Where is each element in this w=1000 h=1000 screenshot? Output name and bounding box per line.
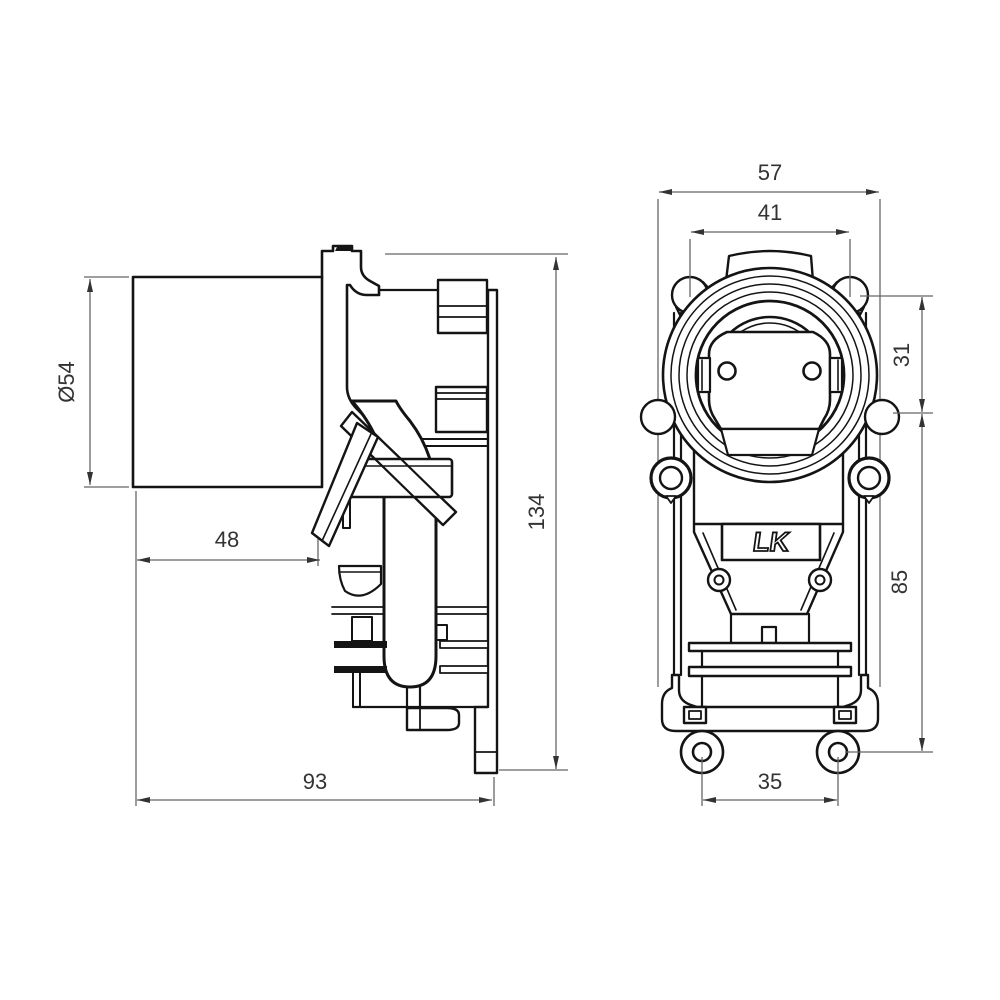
side-boss — [649, 456, 891, 504]
lk-logo: LK — [751, 526, 792, 557]
dim-lower-hole-spacing: 35 — [758, 769, 782, 794]
fin — [687, 665, 853, 678]
fin-bar — [334, 641, 387, 648]
fin-bar — [334, 666, 387, 673]
bottom-foot — [405, 706, 461, 732]
dim-upper-hole-offset: 31 — [889, 343, 914, 367]
side-view — [131, 244, 499, 775]
dimension-lines — [84, 191, 933, 806]
fin — [687, 641, 853, 653]
top-hook — [320, 244, 381, 418]
dim-upper-hole-spacing: 41 — [758, 200, 782, 225]
dim-socket-depth: 48 — [215, 527, 239, 552]
mount-ear — [863, 398, 901, 436]
front-view — [639, 249, 901, 775]
dim-overall-depth: 93 — [303, 769, 327, 794]
screw-hole — [717, 361, 737, 381]
dim-overall-width: 57 — [758, 160, 782, 185]
mount-ear — [639, 398, 677, 436]
ear-lug-side-upper — [436, 278, 489, 335]
dimension-arrows — [87, 189, 925, 803]
bottom-bracket — [660, 673, 880, 733]
inlet-cylinder — [131, 275, 324, 489]
dim-overall-height: 134 — [524, 494, 549, 531]
dimension-labels: Ø54 48 93 134 57 41 31 85 35 — [54, 160, 914, 794]
screw-hole — [802, 361, 822, 381]
logo-plate — [720, 522, 822, 562]
screw-boss — [807, 567, 833, 593]
dim-mounting-height: 85 — [887, 570, 912, 594]
dim-diameter: Ø54 — [54, 361, 79, 403]
hook-tab — [335, 247, 352, 251]
ear-lug-side-lower — [434, 385, 489, 434]
screw-boss — [706, 567, 732, 593]
wall-plate — [473, 288, 499, 775]
